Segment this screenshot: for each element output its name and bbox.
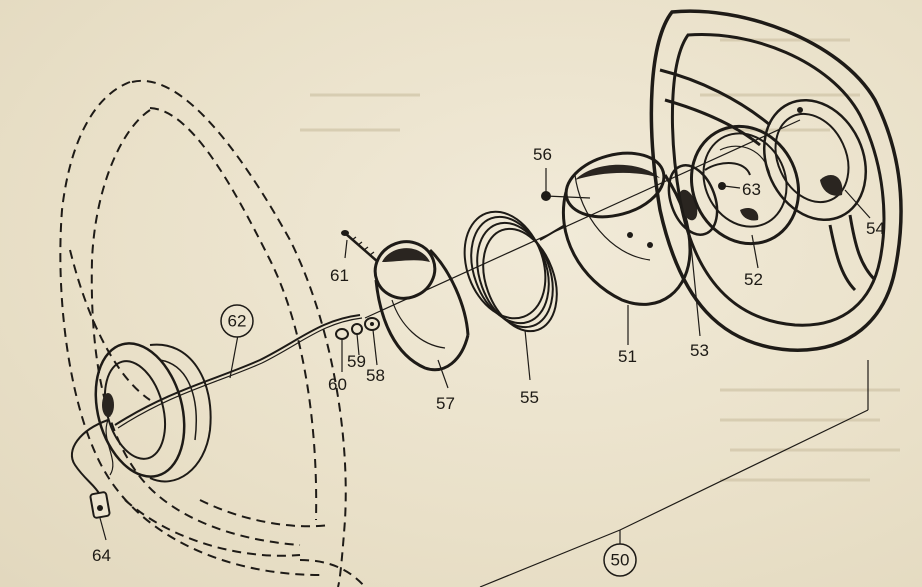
label-63: 63 bbox=[742, 180, 761, 199]
steering-wheel-54 bbox=[649, 9, 903, 352]
callout-circle-50 bbox=[603, 543, 637, 577]
assembly-axis bbox=[364, 119, 801, 319]
cup-57 bbox=[373, 240, 470, 372]
dashed-wheel-outline bbox=[59, 79, 366, 587]
spring-55 bbox=[463, 210, 566, 333]
bushing-53 bbox=[667, 162, 751, 236]
label-51: 51 bbox=[618, 347, 637, 366]
label-58: 58 bbox=[366, 366, 385, 385]
label-55: 55 bbox=[520, 388, 539, 407]
hub-plate-52 bbox=[689, 124, 801, 246]
leader-lines bbox=[99, 168, 871, 587]
label-60: 60 bbox=[328, 375, 347, 394]
label-64: 64 bbox=[92, 546, 111, 565]
label-59: 59 bbox=[347, 352, 366, 371]
label-61: 61 bbox=[330, 266, 349, 285]
callout-circle-62 bbox=[220, 304, 254, 338]
label-53: 53 bbox=[690, 341, 709, 360]
washers bbox=[335, 317, 380, 340]
label-54: 54 bbox=[866, 219, 885, 238]
pin-56 bbox=[541, 191, 591, 201]
label-52: 52 bbox=[744, 270, 763, 289]
screw-61 bbox=[341, 230, 379, 263]
label-57: 57 bbox=[436, 394, 455, 413]
horn-wire bbox=[114, 314, 363, 429]
cable-terminal-64 bbox=[70, 419, 111, 519]
label-50: 50 bbox=[611, 551, 630, 570]
label-56: 56 bbox=[533, 145, 552, 164]
ring-51 bbox=[561, 151, 692, 306]
label-62: 62 bbox=[228, 312, 247, 331]
